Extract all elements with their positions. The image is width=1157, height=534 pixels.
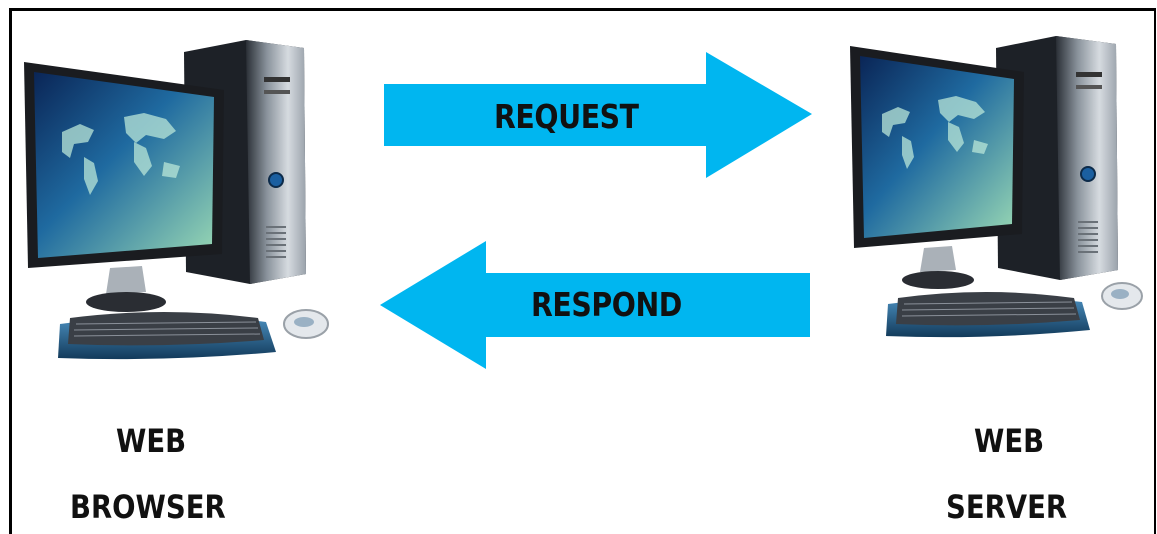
respond-arrow [380, 241, 810, 369]
request-label: REQUEST [494, 97, 639, 136]
respond-label: RESPOND [531, 285, 682, 324]
web-browser-computer-icon [24, 40, 329, 360]
web-server-caption-line2: SERVER [946, 488, 1068, 526]
web-browser-caption-line1: WEB [116, 422, 187, 460]
web-server-computer-icon [850, 36, 1143, 338]
web-server-caption-line1: WEB [974, 422, 1045, 460]
web-browser-caption-line2: BROWSER [70, 488, 226, 526]
request-arrow [384, 52, 812, 178]
